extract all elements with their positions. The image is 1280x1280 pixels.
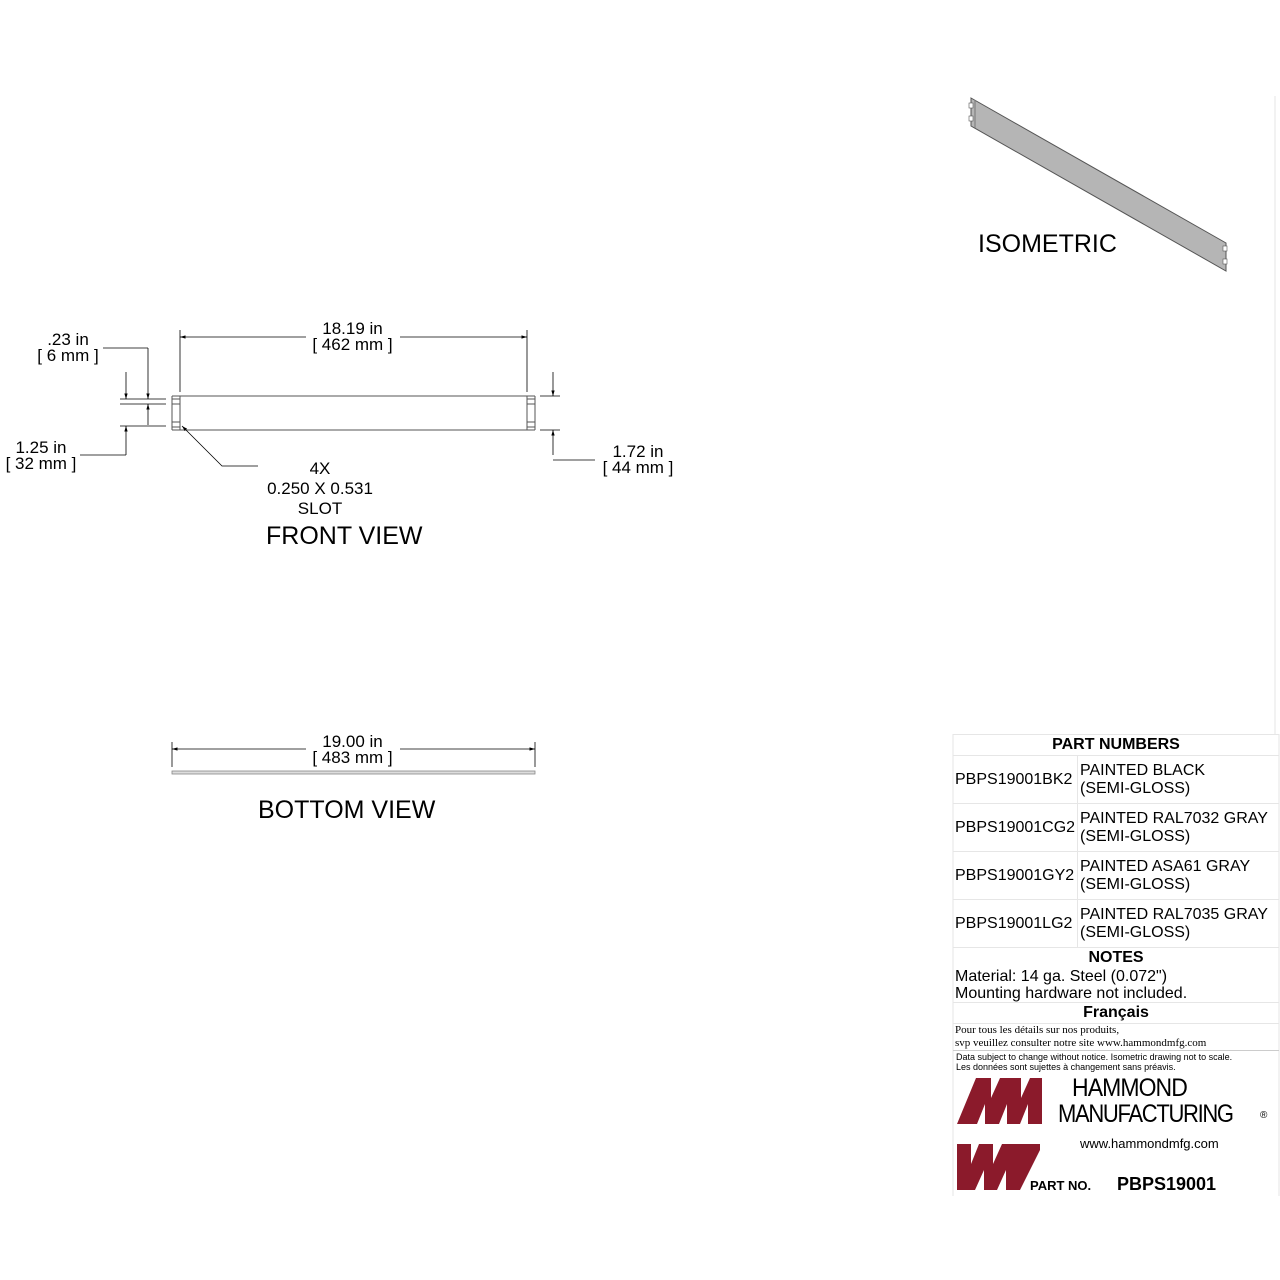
part-number-desc-line1: PAINTED BLACK: [1080, 761, 1206, 779]
front-view-dimensions: [80, 330, 595, 467]
part-number-desc: PAINTED ASA61 GRAY (SEMI-GLOSS): [1078, 852, 1279, 899]
dim-width-bottom-mm: [ 483 mm ]: [312, 748, 393, 767]
dim-width-bottom-in: 19.00 in: [322, 732, 383, 751]
disclaimer: Data subject to change without notice. I…: [953, 1052, 1279, 1072]
slot-callout-type: SLOT: [297, 499, 343, 518]
part-number-row: PBPS19001CG2 PAINTED RAL7032 GRAY (SEMI-…: [953, 803, 1279, 851]
part-numbers-header: PART NUMBERS: [953, 734, 1279, 755]
bottom-view-panel: [171, 770, 536, 775]
part-numbers-table: PBPS19001BK2 PAINTED BLACK (SEMI-GLOSS) …: [953, 755, 1279, 947]
brand-website: www.hammondmfg.com: [1080, 1136, 1219, 1151]
isometric-title: ISOMETRIC: [978, 230, 1117, 258]
front-view-panel: [171, 395, 536, 431]
brand-line1: HAMMOND: [1072, 1074, 1188, 1102]
part-no-value: PBPS19001: [1117, 1174, 1217, 1194]
registered-mark: ®: [1260, 1110, 1268, 1121]
dim-slot-offset: .23 in [ 6 mm ]: [28, 330, 108, 365]
part-number-desc: PAINTED BLACK (SEMI-GLOSS): [1078, 756, 1279, 803]
dim-width-front-mm: [ 462 mm ]: [312, 335, 393, 354]
part-number-desc-line2: (SEMI-GLOSS): [1080, 875, 1191, 893]
part-number-code: PBPS19001GY2: [953, 852, 1078, 899]
french-line: Pour tous les détails sur nos produits,: [955, 1024, 1120, 1036]
brand-line2: MANUFACTURING: [1058, 1100, 1234, 1128]
dim-width-front: 18.19 in [ 462 mm ]: [300, 319, 405, 354]
part-number-code: PBPS19001BK2: [953, 756, 1078, 803]
note-material: Material: 14 ga. Steel (0.072"): [955, 968, 1168, 985]
isometric-panel: [968, 97, 1228, 272]
part-number-desc-line2: (SEMI-GLOSS): [1080, 923, 1191, 941]
title-block-border: [952, 96, 1280, 1196]
dim-slot-offset-mm: [ 6 mm ]: [37, 346, 99, 365]
part-number-row: PBPS19001GY2 PAINTED ASA61 GRAY (SEMI-GL…: [953, 851, 1279, 899]
dim-slot-spacing-in: 1.25 in: [15, 438, 67, 457]
part-no-label: PART NO.: [1030, 1178, 1092, 1193]
disclaimer-line: Les données sont sujettes à changement s…: [956, 1062, 1176, 1072]
dim-height: 1.72 in [ 44 mm ]: [592, 442, 684, 477]
french-header: Français: [953, 1002, 1279, 1023]
part-number-desc-line1: PAINTED RAL7035 GRAY: [1080, 905, 1268, 923]
note-hardware: Mounting hardware not included.: [955, 985, 1188, 1002]
bottom-view-title: BOTTOM VIEW: [258, 796, 436, 824]
part-number-desc-line2: (SEMI-GLOSS): [1080, 827, 1191, 845]
dim-slot-spacing-mm: [ 32 mm ]: [5, 454, 77, 473]
dim-height-mm: [ 44 mm ]: [602, 458, 674, 477]
disclaimer-line: Data subject to change without notice. I…: [956, 1052, 1233, 1062]
bottom-view-dimensions: [171, 742, 536, 767]
slot-callout: 4X 0.250 X 0.531 SLOT: [250, 459, 390, 519]
dim-height-in: 1.72 in: [612, 442, 664, 461]
title-block: PART NUMBERS PBPS19001BK2 PAINTED BLACK …: [953, 734, 1279, 1072]
part-number-desc-line1: PAINTED ASA61 GRAY: [1080, 857, 1251, 875]
slot-callout-qty: 4X: [309, 459, 331, 478]
part-number-desc: PAINTED RAL7032 GRAY (SEMI-GLOSS): [1078, 804, 1279, 851]
dim-width-front-in: 18.19 in: [322, 319, 383, 338]
french-line: svp veuillez consulter notre site www.ha…: [955, 1037, 1207, 1049]
part-number-desc-line1: PAINTED RAL7032 GRAY: [1080, 809, 1268, 827]
notes-header: NOTES: [953, 947, 1279, 968]
dim-slot-offset-in: .23 in: [47, 330, 89, 349]
hammond-logo-icon: [957, 1078, 1042, 1190]
dim-width-bottom: 19.00 in [ 483 mm ]: [300, 732, 405, 767]
slot-callout-size: 0.250 X 0.531: [267, 479, 373, 498]
part-number-desc-line2: (SEMI-GLOSS): [1080, 779, 1191, 797]
french-text: Pour tous les détails sur nos produits, …: [953, 1023, 1279, 1051]
part-number-code: PBPS19001CG2: [953, 804, 1078, 851]
front-view-title: FRONT VIEW: [266, 522, 423, 550]
part-number-row: PBPS19001BK2 PAINTED BLACK (SEMI-GLOSS): [953, 755, 1279, 803]
part-number-code: PBPS19001LG2: [953, 900, 1078, 947]
part-number-row: PBPS19001LG2 PAINTED RAL7035 GRAY (SEMI-…: [953, 899, 1279, 947]
part-number-desc: PAINTED RAL7035 GRAY (SEMI-GLOSS): [1078, 900, 1279, 947]
dim-slot-spacing: 1.25 in [ 32 mm ]: [0, 438, 82, 473]
